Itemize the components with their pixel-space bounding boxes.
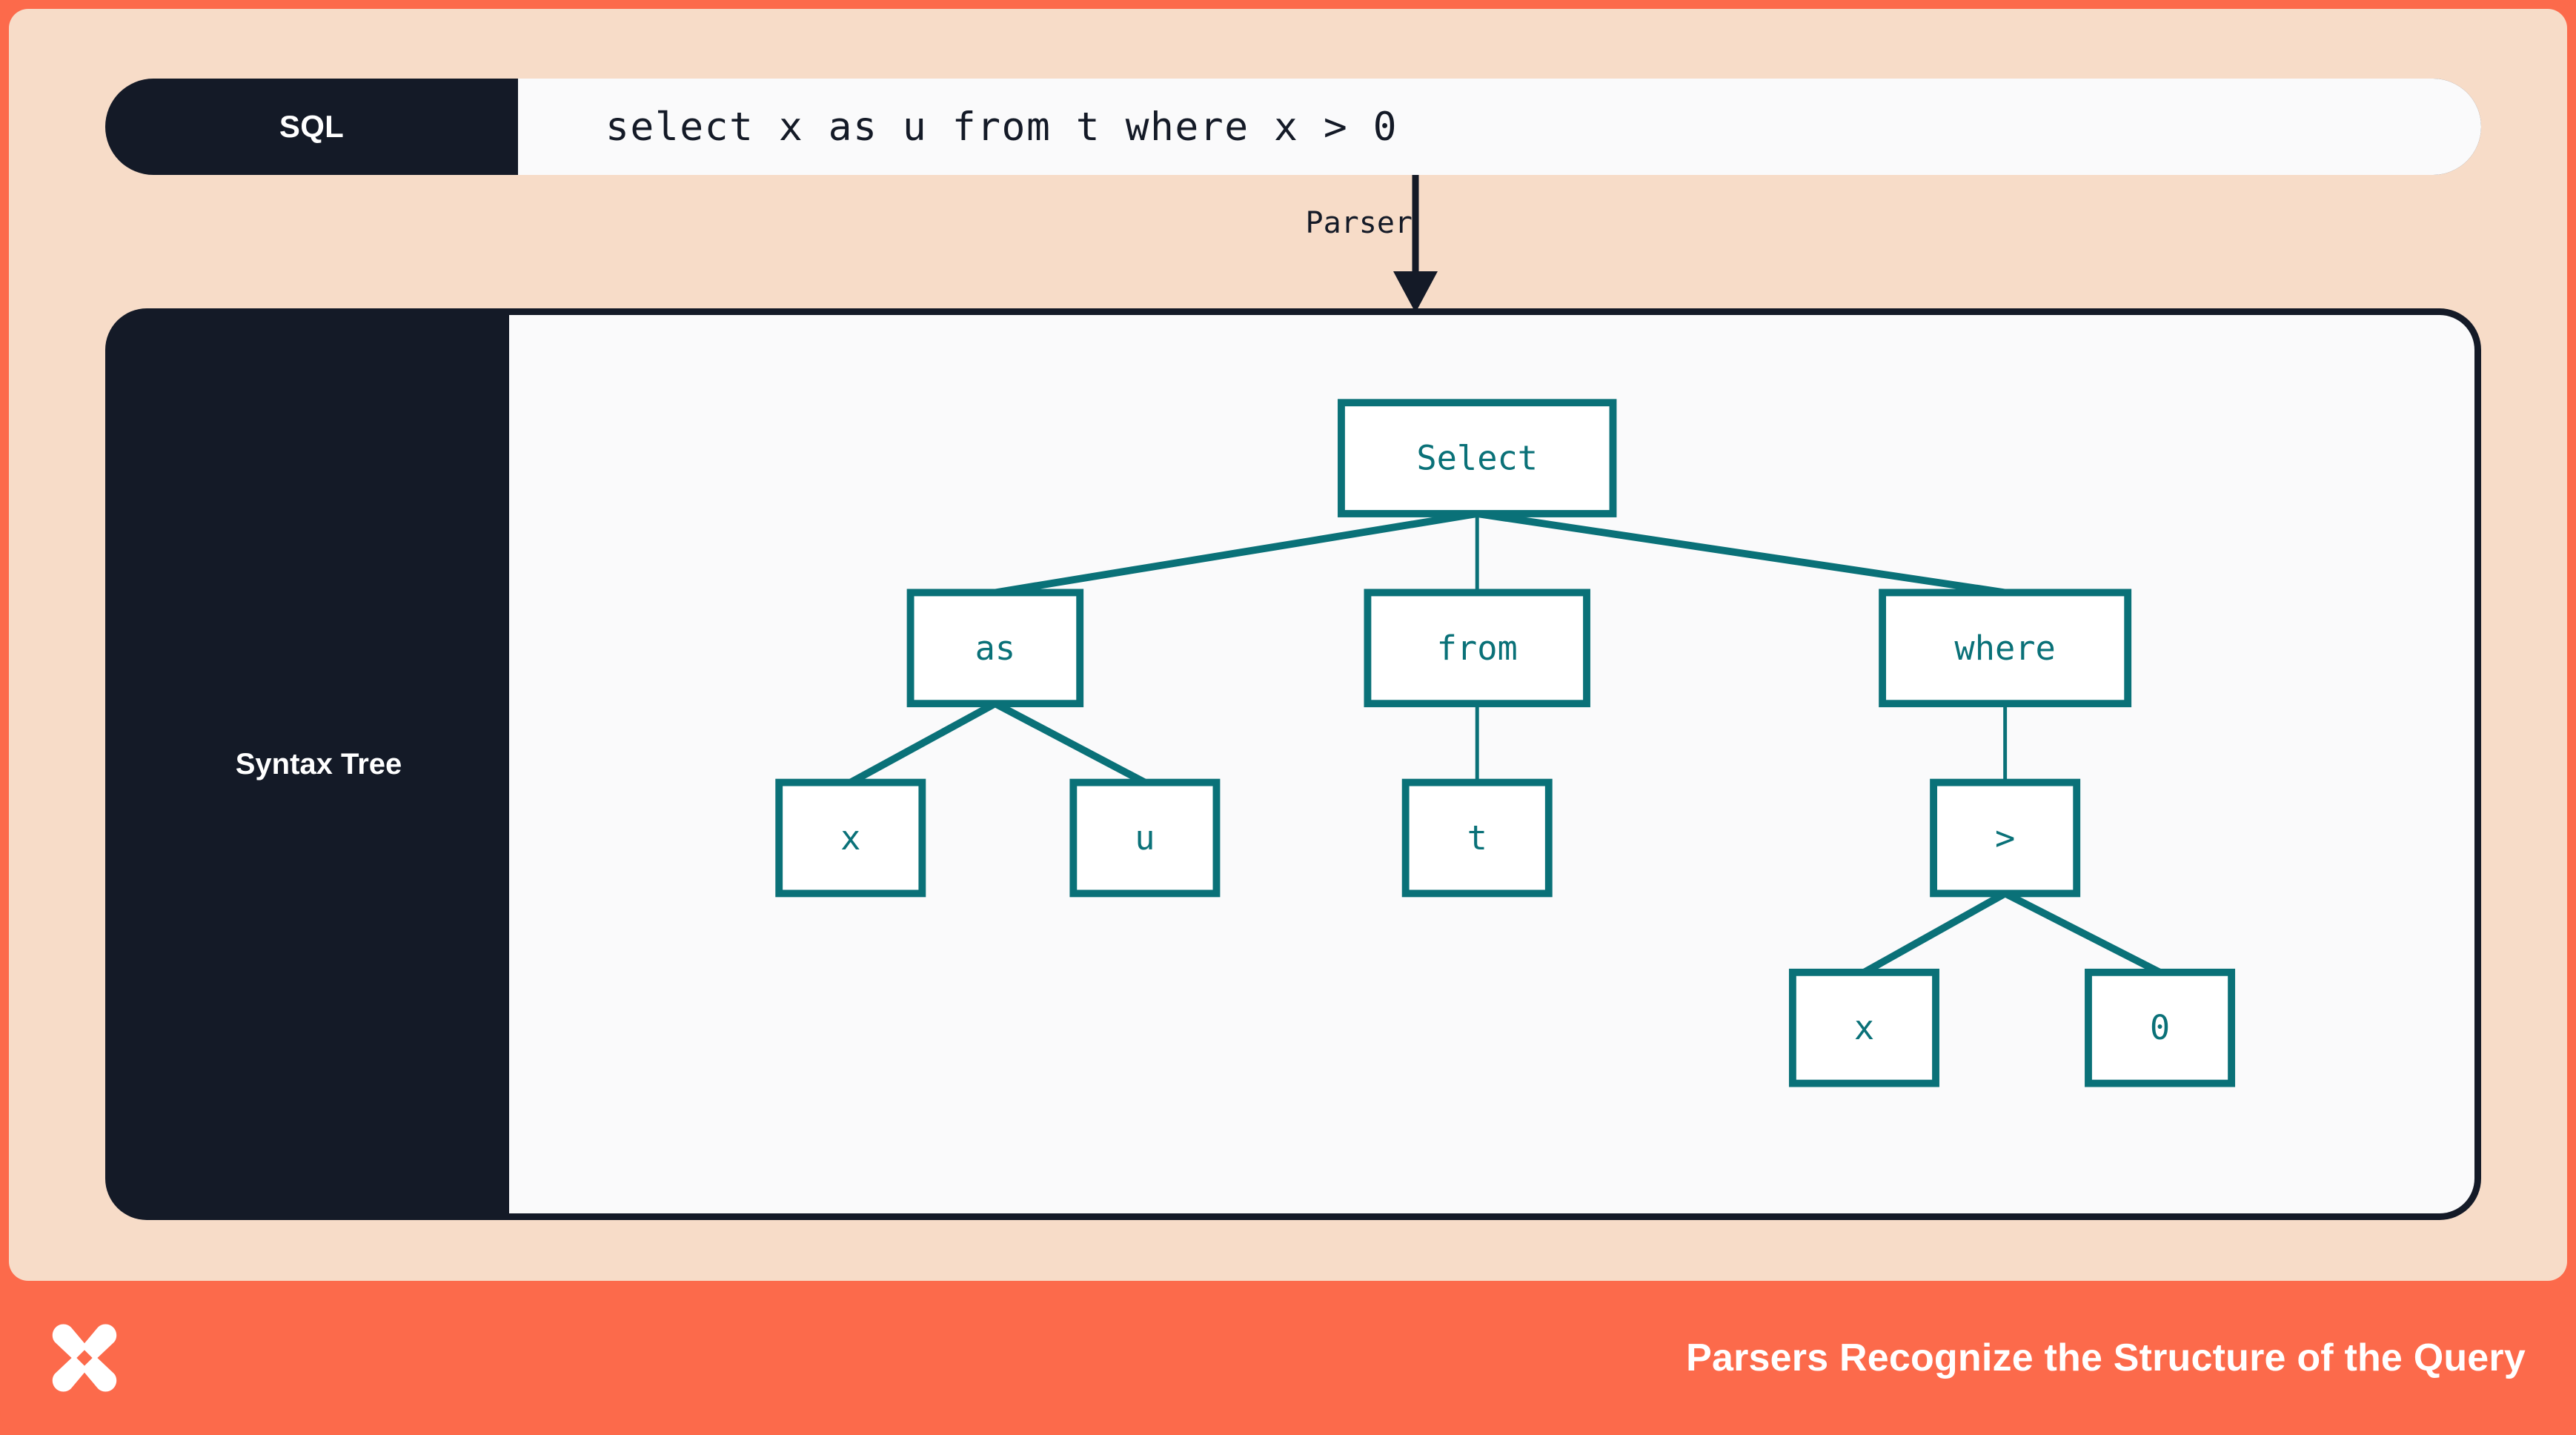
tree-node-x1[interactable]: x (775, 778, 926, 898)
tree-node-u[interactable]: u (1069, 778, 1221, 898)
sql-label: SQL (279, 109, 345, 144)
tree-node-box (1788, 968, 1939, 1087)
tree-node-label: where (1954, 629, 2055, 668)
tree-node-gt[interactable]: > (1930, 778, 2081, 898)
tree-edge (849, 700, 997, 786)
tree-node-box (1364, 589, 1590, 708)
tree-node-box (1879, 589, 2132, 708)
tree-node-where[interactable]: where (1879, 589, 2132, 708)
tree-node-label: from (1437, 629, 1518, 668)
tree-node-as[interactable]: as (906, 589, 1084, 708)
tree-node-t[interactable]: t (1401, 778, 1553, 898)
tree-node-box (1338, 399, 1617, 517)
sql-query-field[interactable]: select x as u from t where x > 0 (518, 79, 2481, 175)
footer-bar: Parsers Recognize the Structure of the Q… (0, 1281, 2576, 1435)
tree-node-label: Select (1416, 439, 1538, 478)
tree-edges (849, 510, 2162, 976)
syntax-tree-label-cell: Syntax Tree (105, 308, 532, 1220)
syntax-tree-label: Syntax Tree (235, 747, 402, 781)
tree-node-box (775, 778, 926, 898)
sql-query-text: select x as u from t where x > 0 (605, 104, 1398, 150)
tree-node-box (1069, 778, 1221, 898)
poster-stage: SQL select x as u from t where x > 0 Par… (9, 9, 2567, 1281)
tree-node-box (1401, 778, 1553, 898)
tree-edge (1476, 510, 2006, 597)
tree-node-box (906, 589, 1084, 708)
tree-node-label: 0 (2150, 1008, 2170, 1047)
sql-input-row: SQL select x as u from t where x > 0 (105, 79, 2481, 175)
tree-edge (993, 700, 1147, 786)
parser-label: Parser (1305, 206, 1413, 240)
tree-edge (1862, 890, 2008, 976)
tree-node-label: x (1854, 1008, 1874, 1047)
tree-node-label: as (975, 629, 1016, 668)
tree-node-box (2085, 968, 2236, 1087)
tree-node-x2[interactable]: x (1788, 968, 1939, 1087)
footer-caption: Parsers Recognize the Structure of the Q… (1686, 1336, 2526, 1379)
x-star-logo-icon (52, 1324, 117, 1392)
tree-nodes: Select as from where x u t > x 0 (775, 399, 2236, 1087)
tree-node-label: > (1995, 818, 2015, 858)
tree-node-zero[interactable]: 0 (2085, 968, 2236, 1087)
sql-label-cell: SQL (105, 79, 518, 175)
tree-node-label: t (1467, 818, 1487, 858)
tree-node-from[interactable]: from (1364, 589, 1590, 708)
tree-node-select[interactable]: Select (1338, 399, 1617, 517)
parser-transform: Parser (1261, 175, 1558, 313)
arrow-down-icon (1393, 175, 1438, 313)
syntax-tree-canvas: Select as from where x u t > x 0 (509, 308, 2481, 1220)
tree-edge (2003, 890, 2162, 976)
tree-node-label: u (1135, 818, 1155, 858)
tree-node-box (1930, 778, 2081, 898)
syntax-tree-panel: Syntax Tree Select as from where x u t > x 0 (105, 308, 2481, 1220)
syntax-tree-graphic: Select as from where x u t > x 0 (775, 399, 2236, 1087)
tree-node-label: x (840, 818, 860, 858)
tree-edge (995, 510, 1478, 597)
